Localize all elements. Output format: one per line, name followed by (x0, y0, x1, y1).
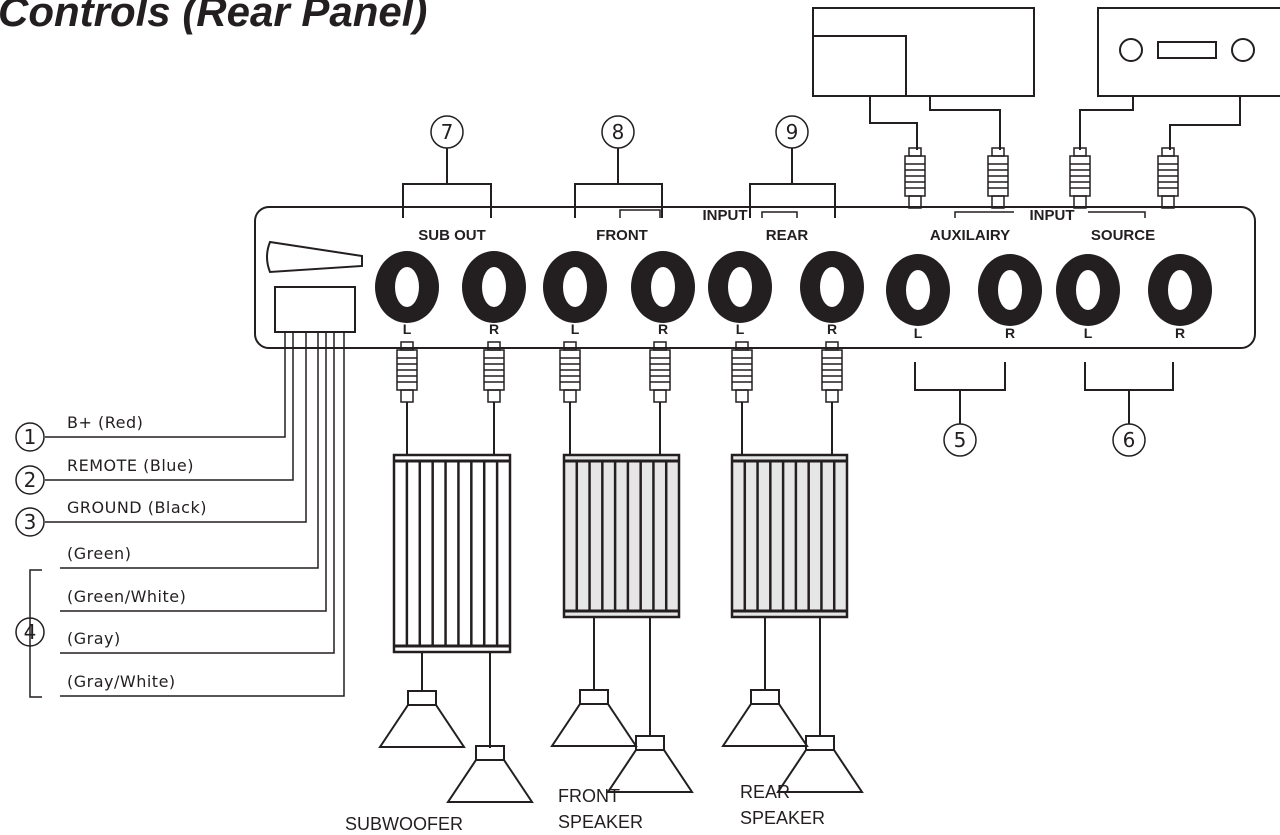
wire-number-1: 1 (24, 425, 37, 449)
channel-label: R (827, 321, 837, 337)
rca-plug-source-r (1157, 147, 1179, 209)
rca-plug-source-l (1069, 147, 1091, 209)
rca-jack-hole (482, 267, 506, 307)
caption-rear-line1: REAR (740, 782, 790, 802)
wire-number-4: 4 (24, 620, 37, 644)
rca-plug-sub-r (483, 341, 505, 403)
wire-number-4-circle (15, 617, 45, 647)
callout-6-circle (1112, 423, 1146, 457)
wire-number-1-circle (15, 422, 45, 452)
rca-plug-rear-r (821, 341, 843, 403)
caption-subwoofer: SUBWOOFER (345, 814, 463, 834)
rca-jack-hole (906, 270, 930, 310)
callout-8-circle (601, 115, 635, 149)
wire-label-gray-white: (Gray/White) (67, 672, 176, 691)
wire-label-remote: REMOTE (Blue) (67, 456, 194, 475)
label-input-right: INPUT (1030, 207, 1075, 224)
label-input-left: INPUT (703, 207, 748, 224)
subwoofer-amplifier (392, 453, 512, 654)
rca-jack-row (375, 251, 1212, 326)
callout-7-circle (430, 115, 464, 149)
wire-label-ground: GROUND (Black) (67, 498, 207, 517)
label-source: SOURCE (1091, 227, 1155, 244)
rear-amplifier (730, 453, 849, 619)
callout-9: 9 (786, 120, 799, 144)
wire-label-b-plus: B+ (Red) (67, 413, 143, 432)
wire-number-3-circle (15, 507, 45, 537)
wire-number-3: 3 (24, 510, 37, 534)
callout-8: 8 (612, 120, 625, 144)
wire-label-green-white: (Green/White) (67, 587, 186, 606)
caption-front-line2: SPEAKER (558, 812, 643, 832)
channel-label: L (571, 321, 580, 337)
label-auxilairy: AUXILAIRY (930, 227, 1010, 244)
callout-5: 5 (954, 428, 967, 452)
channel-label: L (1084, 325, 1093, 341)
rca-jack-hole (728, 267, 752, 307)
wire-number-2: 2 (24, 468, 37, 492)
front-amplifier (562, 453, 681, 619)
subwoofer-speaker-2 (447, 745, 533, 803)
channel-label: R (489, 321, 499, 337)
rca-jack-hole (395, 267, 419, 307)
rca-jack-hole (1076, 270, 1100, 310)
rear-speaker-2 (777, 735, 863, 793)
rca-jack-hole (1168, 270, 1192, 310)
callout-9-circle (775, 115, 809, 149)
callout-6: 6 (1123, 428, 1136, 452)
rca-plug-sub-l (396, 341, 418, 403)
rca-jack-hole (563, 267, 587, 307)
wire-label-gray: (Gray) (67, 629, 121, 648)
caption-rear-line2: SPEAKER (740, 808, 825, 828)
rca-jack-hole (651, 267, 675, 307)
rca-plug-rear-l (731, 341, 753, 403)
callout-7: 7 (441, 120, 454, 144)
channel-label: L (403, 321, 412, 337)
cassette-deck-unit (1097, 7, 1280, 97)
wire-label-green: (Green) (67, 544, 131, 563)
channel-label: L (736, 321, 745, 337)
wire-number-2-circle (15, 465, 45, 495)
channel-label: R (658, 321, 668, 337)
callout-5-circle (943, 423, 977, 457)
label-rear: REAR (766, 227, 809, 244)
harness-wires (29, 332, 345, 698)
rca-jack-hole (820, 267, 844, 307)
cd-player-unit (812, 7, 1035, 97)
page-title: Controls (Rear Panel) (0, 0, 427, 35)
rca-plug-aux-r (987, 147, 1009, 209)
rca-plug-front-l (559, 341, 581, 403)
channel-label: L (914, 325, 923, 341)
label-front: FRONT (596, 227, 648, 244)
rear-panel (254, 206, 1256, 349)
rear-speaker-1 (722, 689, 808, 747)
rca-plug-aux-l (904, 147, 926, 209)
speaker-cables (421, 617, 821, 748)
output-cables (406, 402, 833, 455)
channel-label: R (1175, 325, 1185, 341)
rca-plug-front-r (649, 341, 671, 403)
subwoofer-speaker-1 (379, 690, 465, 748)
front-speaker-2 (607, 735, 693, 793)
rca-jack-hole (998, 270, 1022, 310)
input-cables (869, 96, 1241, 150)
wiring-harness-connector (274, 286, 356, 333)
panel-logo-badge (266, 240, 363, 274)
label-sub-out: SUB OUT (418, 227, 486, 244)
channel-label: R (1005, 325, 1015, 341)
caption-front-line1: FRONT (558, 786, 620, 806)
channel-labels: L R L R L R L R L R (403, 321, 1185, 341)
front-speaker-1 (551, 689, 637, 747)
